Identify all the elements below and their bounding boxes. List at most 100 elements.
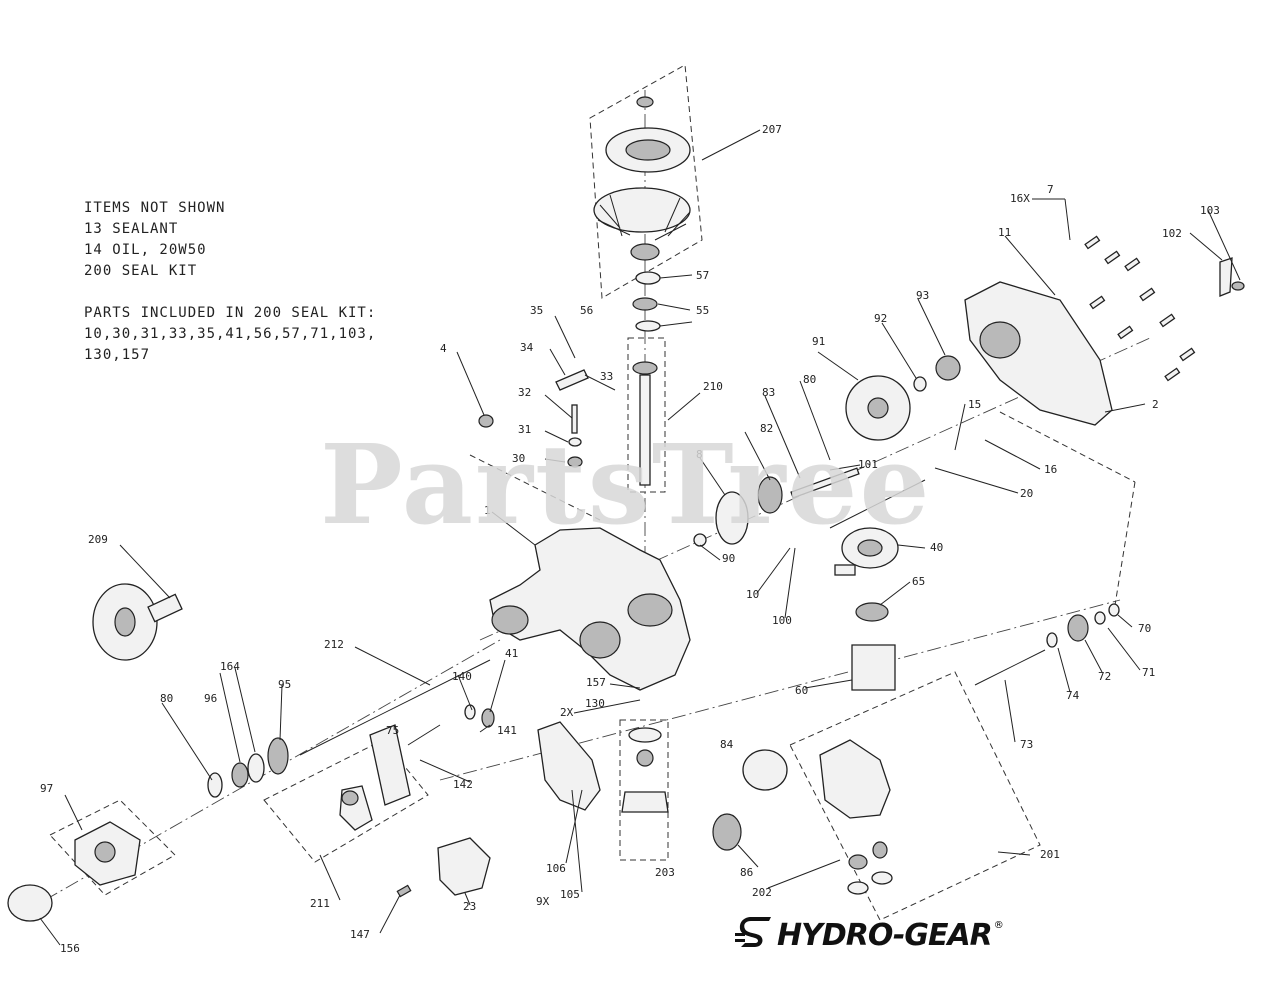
differential-inner	[857, 539, 883, 557]
housing-gear	[579, 621, 621, 659]
washer-74	[1046, 632, 1058, 648]
brand-name: HYDRO-GEAR	[777, 917, 993, 953]
hub-97-center	[94, 841, 116, 863]
notes-block: ITEMS NOT SHOWN 13 SEALANT 14 OIL, 20W50…	[84, 198, 376, 366]
callout-2: 2	[1152, 398, 1159, 411]
ring-b	[871, 871, 893, 885]
callout-60: 60	[795, 684, 808, 697]
side-cover-2	[964, 281, 1113, 426]
callout-209: 209	[88, 533, 108, 546]
nut-30	[567, 456, 583, 468]
callout-210: 210	[703, 380, 723, 393]
callout-34: 34	[520, 341, 534, 354]
ring-70	[1108, 603, 1120, 617]
cap-156	[7, 884, 53, 922]
callout-41: 41	[505, 647, 518, 660]
hub-209-center	[114, 607, 136, 637]
main-housing-1	[489, 527, 691, 691]
washer-90	[693, 533, 707, 547]
callout-203: 203	[655, 866, 675, 879]
pin-32	[571, 404, 578, 434]
ring-203a	[628, 727, 662, 743]
callout-82: 82	[760, 422, 773, 435]
callout-142: 142	[453, 778, 473, 791]
bracket-group-box	[263, 739, 429, 863]
callout-93: 93	[916, 289, 929, 302]
callout-40: 40	[930, 541, 943, 554]
callout-15: 15	[968, 398, 981, 411]
callout-106: 106	[546, 862, 566, 875]
callout-33: 33	[600, 370, 613, 383]
center-section	[819, 739, 891, 819]
callout-86: 86	[740, 866, 753, 879]
control-arm-102	[1219, 257, 1233, 297]
callout-32: 32	[518, 386, 531, 399]
bearing-164	[231, 762, 249, 788]
hydro-gear-logo-icon	[735, 917, 771, 947]
brake-arm-34	[555, 369, 589, 391]
nut-a	[848, 854, 868, 870]
cylinder-84	[742, 749, 788, 791]
seal-kit-parts-line2: 130,157	[84, 347, 151, 363]
callout-31: 31	[518, 423, 531, 436]
callout-16: 16	[1044, 463, 1057, 476]
nut-b	[872, 841, 888, 859]
callout-16x: 16X	[1010, 192, 1030, 205]
shaft-83	[790, 467, 860, 499]
cover-bolts	[1084, 235, 1196, 382]
callout-96: 96	[204, 692, 217, 705]
callout-83: 83	[762, 386, 775, 399]
callout-7: 7	[1047, 183, 1054, 196]
bearing-86	[712, 813, 742, 851]
pulley-inner	[625, 139, 671, 161]
filter-group-box	[619, 719, 669, 861]
callout-141: 141	[497, 724, 517, 737]
gear-8	[715, 491, 749, 545]
ring-55	[635, 320, 661, 332]
washer-57	[635, 271, 661, 285]
items-not-shown-title: ITEMS NOT SHOWN	[84, 200, 226, 216]
cover-bore	[979, 321, 1021, 359]
callout-11: 11	[998, 226, 1011, 239]
callout-103: 103	[1200, 204, 1220, 217]
dash-connector-right	[999, 411, 1136, 483]
housing-port	[491, 605, 529, 635]
cylinder-block-group-box	[627, 337, 666, 493]
callout-102: 102	[1162, 227, 1182, 240]
callout-9x: 9X	[536, 895, 550, 908]
seal-part	[632, 361, 658, 375]
callout-147: 147	[350, 928, 370, 941]
callout-80-left: 80	[160, 692, 173, 705]
gear-82	[757, 476, 783, 514]
ring-203b	[636, 749, 654, 767]
gear-91-hub	[867, 397, 889, 419]
callout-105: 105	[560, 888, 580, 901]
callout-10: 10	[746, 588, 759, 601]
callout-211: 211	[310, 897, 330, 910]
callout-80-top: 80	[803, 373, 816, 386]
callout-4: 4	[440, 342, 447, 355]
housing-bore	[627, 593, 673, 627]
bearing-41	[481, 708, 495, 728]
callout-164: 164	[220, 660, 240, 673]
callout-65: 65	[912, 575, 925, 588]
seal-kit-parts-line1: 10,30,31,33,35,41,56,57,71,103,	[84, 326, 377, 342]
callout-23: 23	[463, 900, 476, 913]
callout-55: 55	[696, 304, 709, 317]
callout-212: 212	[324, 638, 344, 651]
callout-75: 75	[386, 724, 399, 737]
callout-130: 130	[585, 697, 605, 710]
hub-part	[630, 243, 660, 261]
callout-74: 74	[1066, 689, 1080, 702]
input-shaft	[639, 374, 651, 486]
callout-20: 20	[1020, 487, 1033, 500]
plate-142	[369, 724, 411, 806]
ring-71	[1094, 611, 1106, 625]
axle-axis-line	[44, 639, 501, 901]
ring-96	[247, 753, 265, 783]
fan-blades	[597, 194, 691, 241]
plug-4	[478, 414, 494, 428]
callout-1: 1	[484, 504, 491, 517]
callout-35: 35	[530, 304, 543, 317]
